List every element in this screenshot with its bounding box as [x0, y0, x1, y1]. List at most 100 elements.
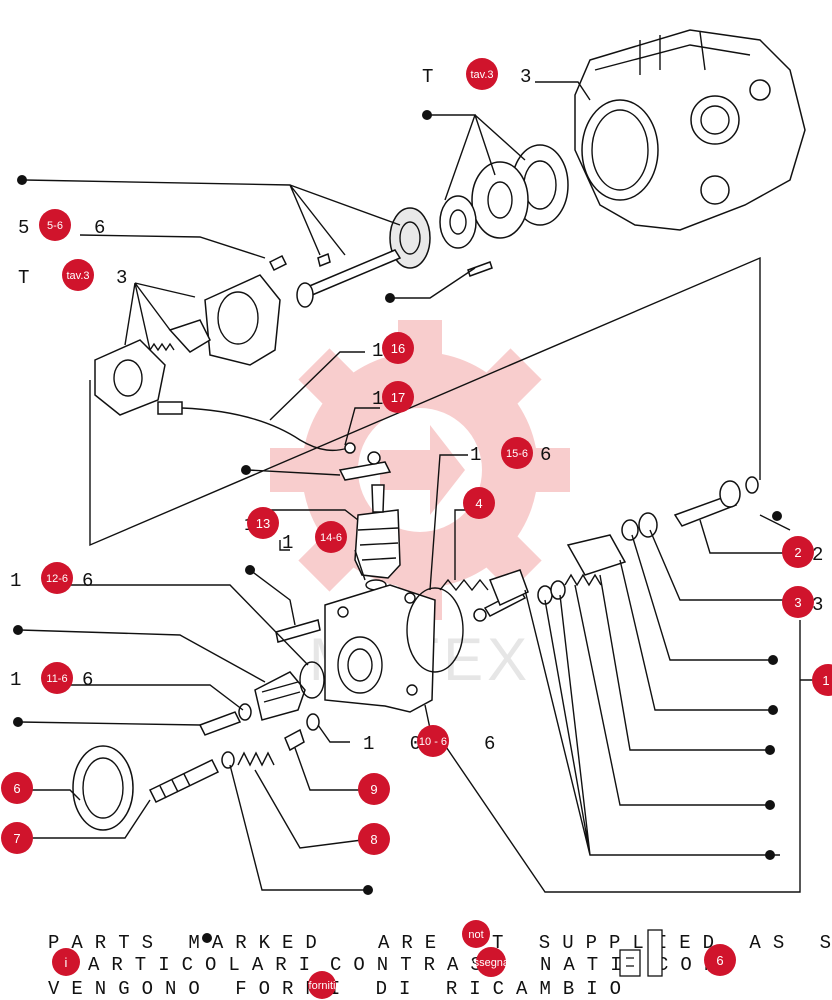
end-cover	[94, 339, 166, 416]
leader-dots	[13, 110, 782, 943]
badge-12-6[interactable]: 12-6	[41, 562, 73, 594]
svg-text:6: 6	[13, 781, 20, 796]
label-part-10-suffix: 6	[484, 733, 507, 755]
sensor-cable	[157, 401, 356, 454]
hydraulic-head	[324, 584, 436, 713]
label-part-17: 1	[372, 388, 395, 410]
svg-text:17: 17	[391, 390, 405, 405]
footer-line1-b: ARE	[378, 932, 448, 954]
spring-guide-plate	[566, 534, 627, 576]
svg-text:16: 16	[391, 341, 405, 356]
badge-note-forniti[interactable]: forniti	[308, 971, 336, 999]
stop-solenoid	[354, 484, 401, 579]
seal-6	[72, 745, 134, 831]
svg-text:i: i	[65, 955, 68, 970]
badge-10-6[interactable]: 10 - 6	[417, 725, 449, 757]
svg-text:15-6: 15-6	[506, 448, 528, 460]
svg-text:2: 2	[794, 545, 801, 560]
shims	[621, 512, 658, 541]
svg-text:4: 4	[475, 496, 482, 511]
label-part-16: 1	[372, 340, 395, 362]
badge-note-6[interactable]: 6	[704, 944, 736, 976]
badge-note-assegnati[interactable]: assegnati	[467, 947, 515, 977]
badge-7[interactable]: 7	[1, 822, 33, 854]
svg-text:1: 1	[822, 673, 829, 688]
badge-17[interactable]: 17	[382, 381, 414, 413]
feed-pump-body	[204, 274, 281, 366]
pin-shaft	[673, 476, 759, 527]
svg-text:not: not	[468, 929, 483, 941]
badge-1[interactable]: 1	[812, 664, 832, 696]
badge-4[interactable]: 4	[463, 487, 495, 519]
spring-small	[149, 342, 175, 352]
badge-tav3-top[interactable]: tav.3	[466, 58, 498, 90]
label-part-3-suffix: 3	[812, 594, 832, 616]
badge-15-6[interactable]: 15-6	[501, 437, 533, 469]
svg-text:5-6: 5-6	[47, 220, 63, 232]
svg-text:3: 3	[794, 595, 801, 610]
label-tav3-top-suffix: 3	[520, 66, 543, 88]
label-part-12-suffix: 6	[82, 570, 105, 592]
label-part-10: 1 0	[363, 733, 433, 755]
bleed-screw	[198, 711, 242, 736]
svg-text:12-6: 12-6	[46, 573, 68, 585]
label-part-15-suffix: 6	[540, 444, 563, 466]
badge-14-6[interactable]: 14-6	[315, 521, 347, 553]
footer-line1-a: PARTS MARKED	[48, 932, 329, 954]
gear-wheel	[389, 207, 431, 269]
head-screw	[275, 619, 321, 643]
o-ring-12	[299, 661, 325, 699]
badge-8[interactable]: 8	[358, 823, 390, 855]
badge-3[interactable]: 3	[782, 586, 814, 618]
label-tav3-left: T A	[18, 267, 88, 289]
pump-housing	[574, 29, 806, 231]
badge-note-not[interactable]: not	[462, 920, 490, 948]
badge-5-6[interactable]: 5-6	[39, 209, 71, 241]
key	[268, 252, 331, 272]
footer-note: PARTS MARKED ARE T SUPPLIED AS SPA ARTIC…	[48, 920, 832, 1000]
drive-shaft	[296, 249, 402, 308]
badge-tav3-left[interactable]: tav.3	[62, 259, 94, 291]
svg-text:8: 8	[370, 832, 377, 847]
svg-text:14-6: 14-6	[320, 532, 342, 544]
svg-text:forniti: forniti	[309, 980, 336, 992]
svg-text:11-6: 11-6	[46, 673, 67, 685]
bracket	[338, 451, 392, 481]
return-spring	[564, 573, 602, 587]
washers-right	[537, 580, 566, 605]
badge-2[interactable]: 2	[782, 536, 814, 568]
valve-9	[284, 728, 305, 752]
svg-text:7: 7	[13, 831, 20, 846]
badge-13[interactable]: 13	[247, 507, 279, 539]
footer-line2-b: CONTRAS	[330, 954, 494, 976]
badge-6[interactable]: 6	[1, 772, 33, 804]
badge-11-6[interactable]: 11-6	[41, 662, 73, 694]
badge-9[interactable]: 9	[358, 773, 390, 805]
badge-note-i[interactable]: i	[52, 948, 80, 976]
label-tav3-top: T A	[422, 66, 492, 88]
badges: tav.3 5-6 tav.3 16 17 15-6 4 13	[1, 58, 832, 855]
label-part-5: 5	[18, 217, 41, 239]
svg-text:tav.3: tav.3	[66, 270, 89, 282]
screw-top	[467, 261, 493, 277]
label-part-11-suffix: 6	[82, 669, 105, 691]
footer-line2-a: ARTICOLARI	[88, 954, 322, 976]
badge-16[interactable]: 16	[382, 332, 414, 364]
fitting-7	[148, 759, 220, 803]
label-tav3-left-suffix: 3	[116, 267, 139, 289]
svg-text:tav.3: tav.3	[470, 69, 493, 81]
label-part-2-suffix: 2	[812, 544, 832, 566]
svg-text:13: 13	[256, 516, 270, 531]
leader-lines	[19, 81, 820, 893]
delivery-valve-holder	[254, 671, 306, 721]
footer-symbol-icon	[619, 929, 663, 977]
plunger-sleeve	[489, 569, 529, 607]
spring-8	[221, 751, 275, 769]
svg-text:assegnati: assegnati	[467, 957, 514, 969]
svg-text:9: 9	[370, 782, 377, 797]
svg-text:6: 6	[716, 953, 723, 968]
ring-10	[306, 713, 320, 731]
label-part-5-suffix: 6	[94, 217, 117, 239]
large-o-ring	[406, 587, 464, 673]
